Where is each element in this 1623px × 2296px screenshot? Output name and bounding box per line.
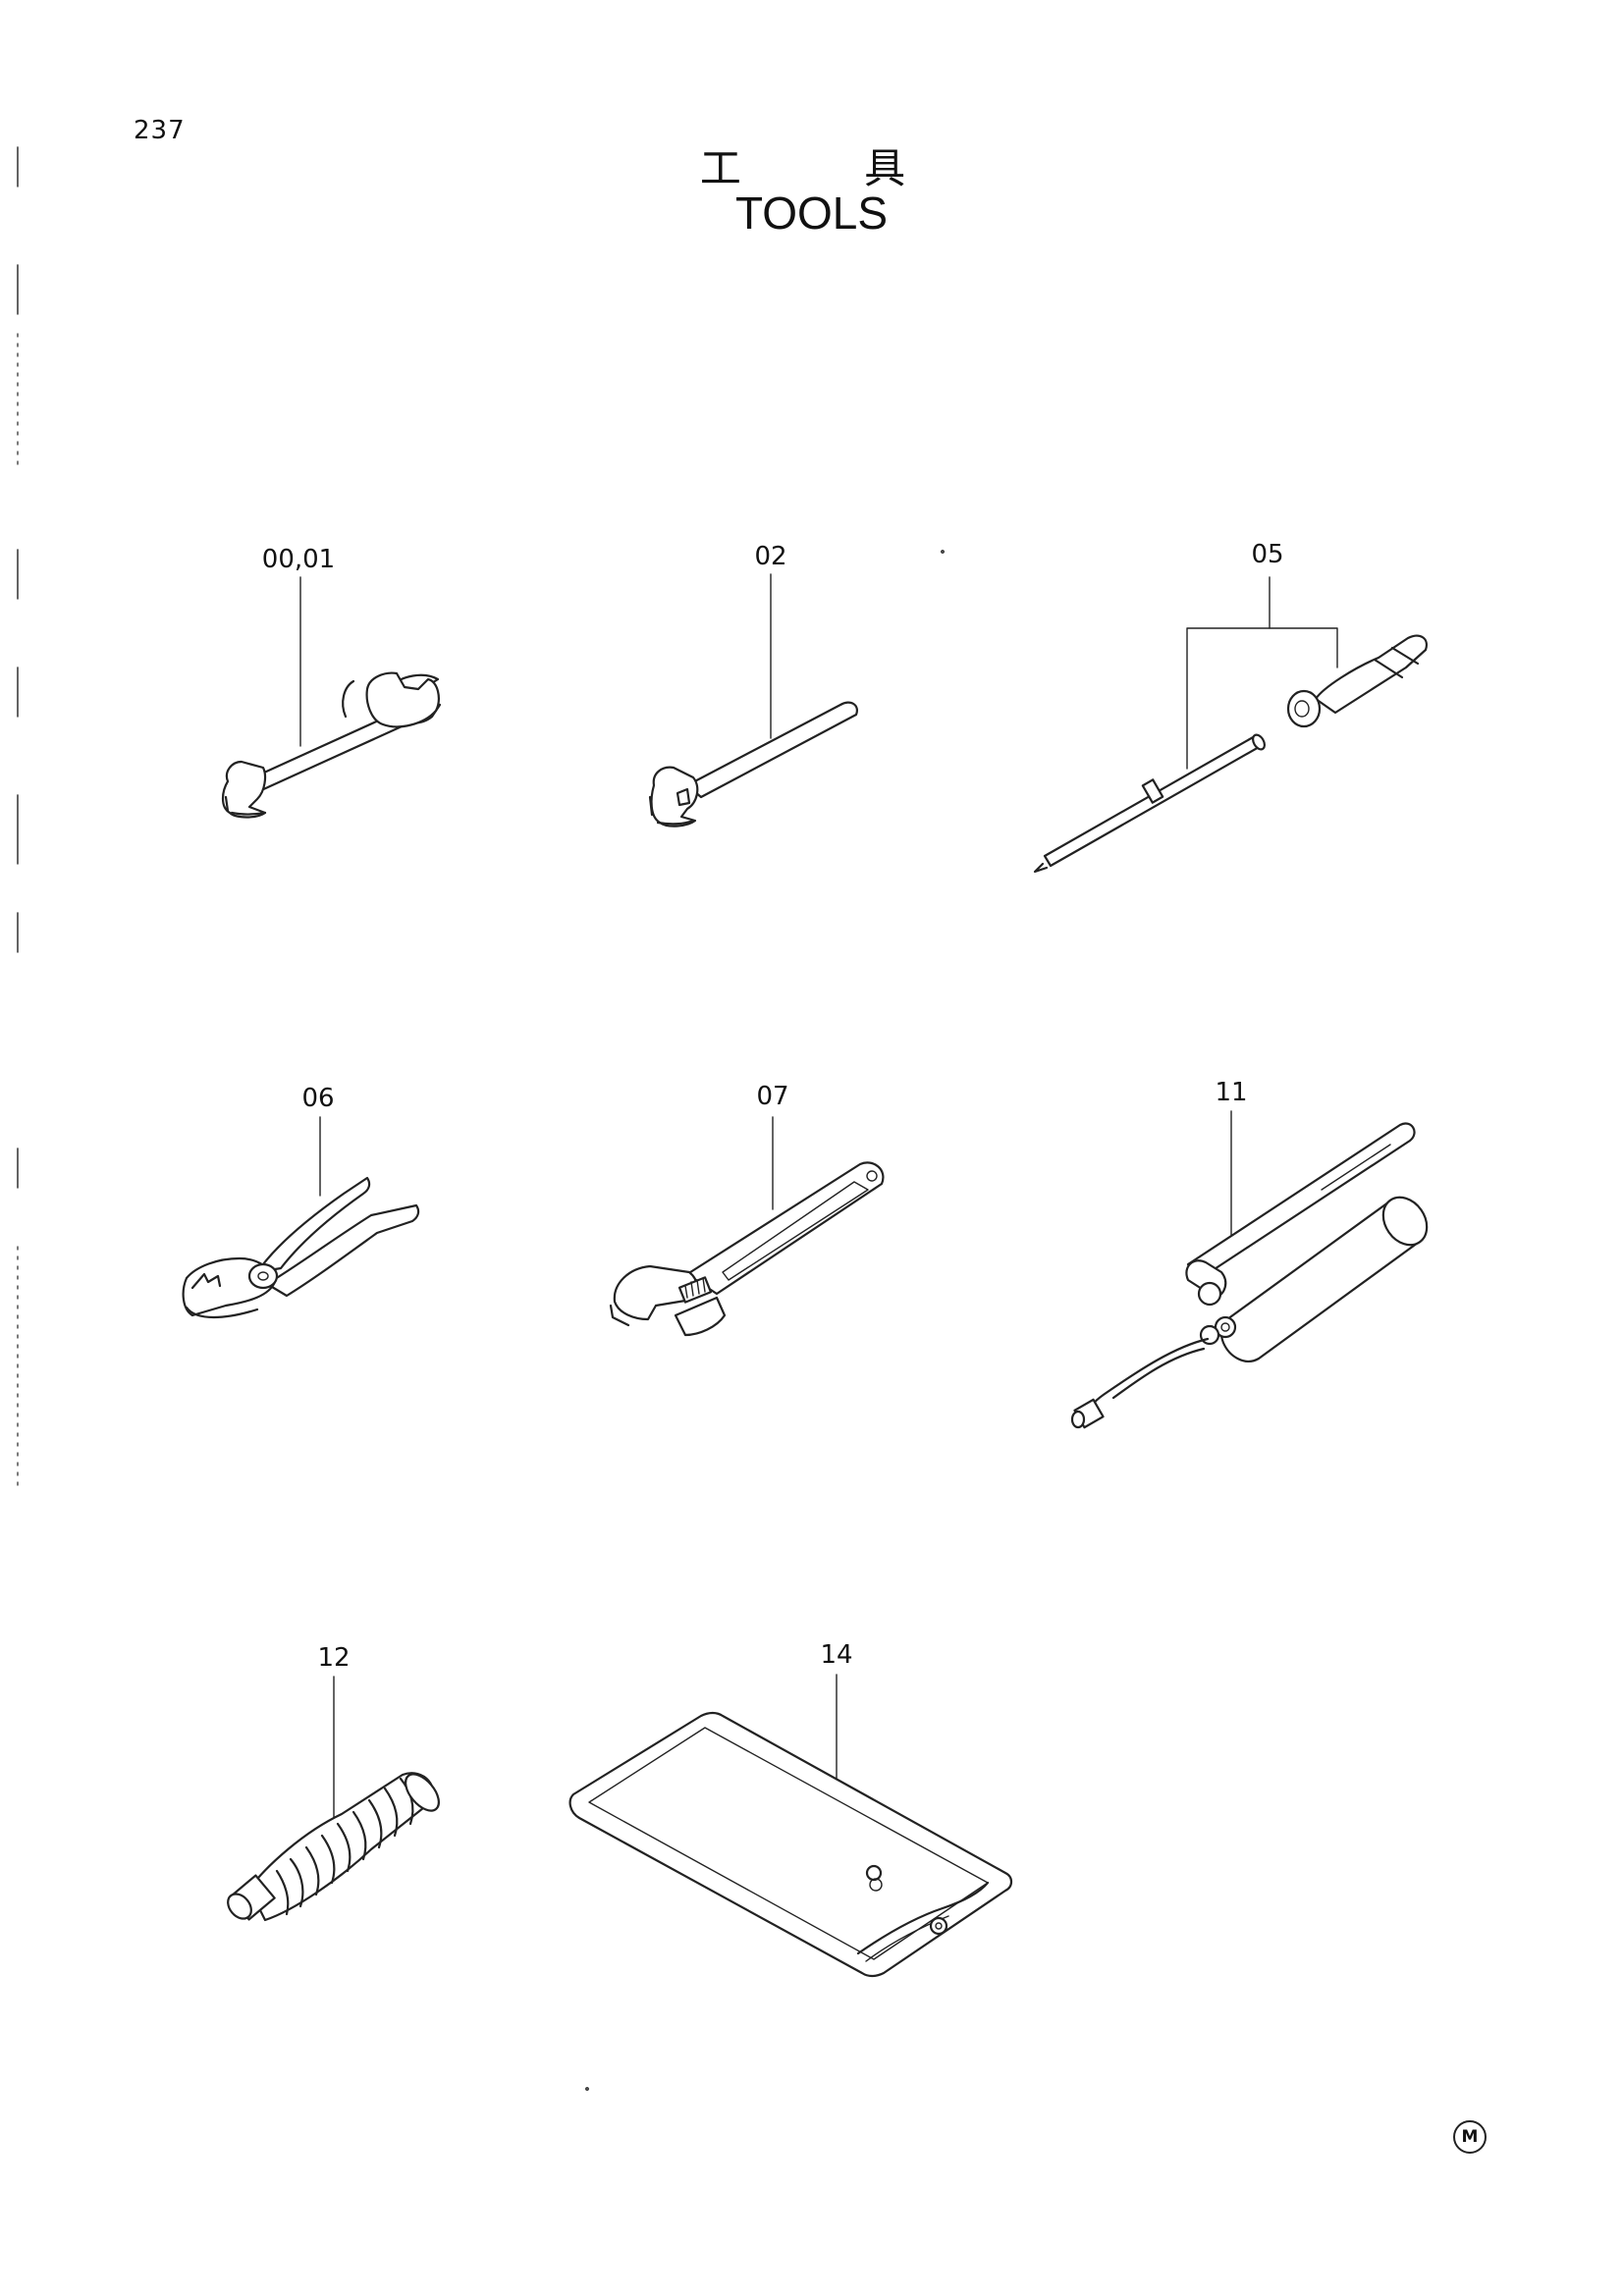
callout-tool-bag: 14 xyxy=(820,1640,853,1670)
manufacturer-mark-icon: M xyxy=(1453,2120,1487,2154)
adjustable-wrench-icon xyxy=(609,1116,885,1337)
page-title: TOOLS xyxy=(734,187,889,239)
tool-bag-icon xyxy=(568,1674,1013,1978)
double-open-end-wrench-icon xyxy=(221,576,442,819)
stray-dot xyxy=(941,550,945,554)
single-open-end-wrench-icon xyxy=(648,573,858,828)
callout-adjustable-wrench: 07 xyxy=(756,1082,789,1111)
grease-gun-icon xyxy=(1070,1110,1429,1429)
callout-screwdriver: 05 xyxy=(1251,540,1284,569)
slip-joint-pliers-icon xyxy=(182,1116,420,1318)
grease-nozzle-icon xyxy=(227,1676,440,1922)
callout-grease-nozzle: 12 xyxy=(317,1643,351,1673)
callout-pliers: 06 xyxy=(301,1084,335,1113)
page-title-japanese: 工 具 xyxy=(699,144,961,192)
callout-grease-gun: 11 xyxy=(1215,1078,1248,1107)
screwdriver-icon xyxy=(1033,576,1428,874)
stray-dot xyxy=(585,2087,589,2091)
callout-single-wrench: 02 xyxy=(754,542,787,571)
callout-double-wrench: 00,01 xyxy=(261,545,336,574)
page-number: 237 xyxy=(134,116,186,145)
